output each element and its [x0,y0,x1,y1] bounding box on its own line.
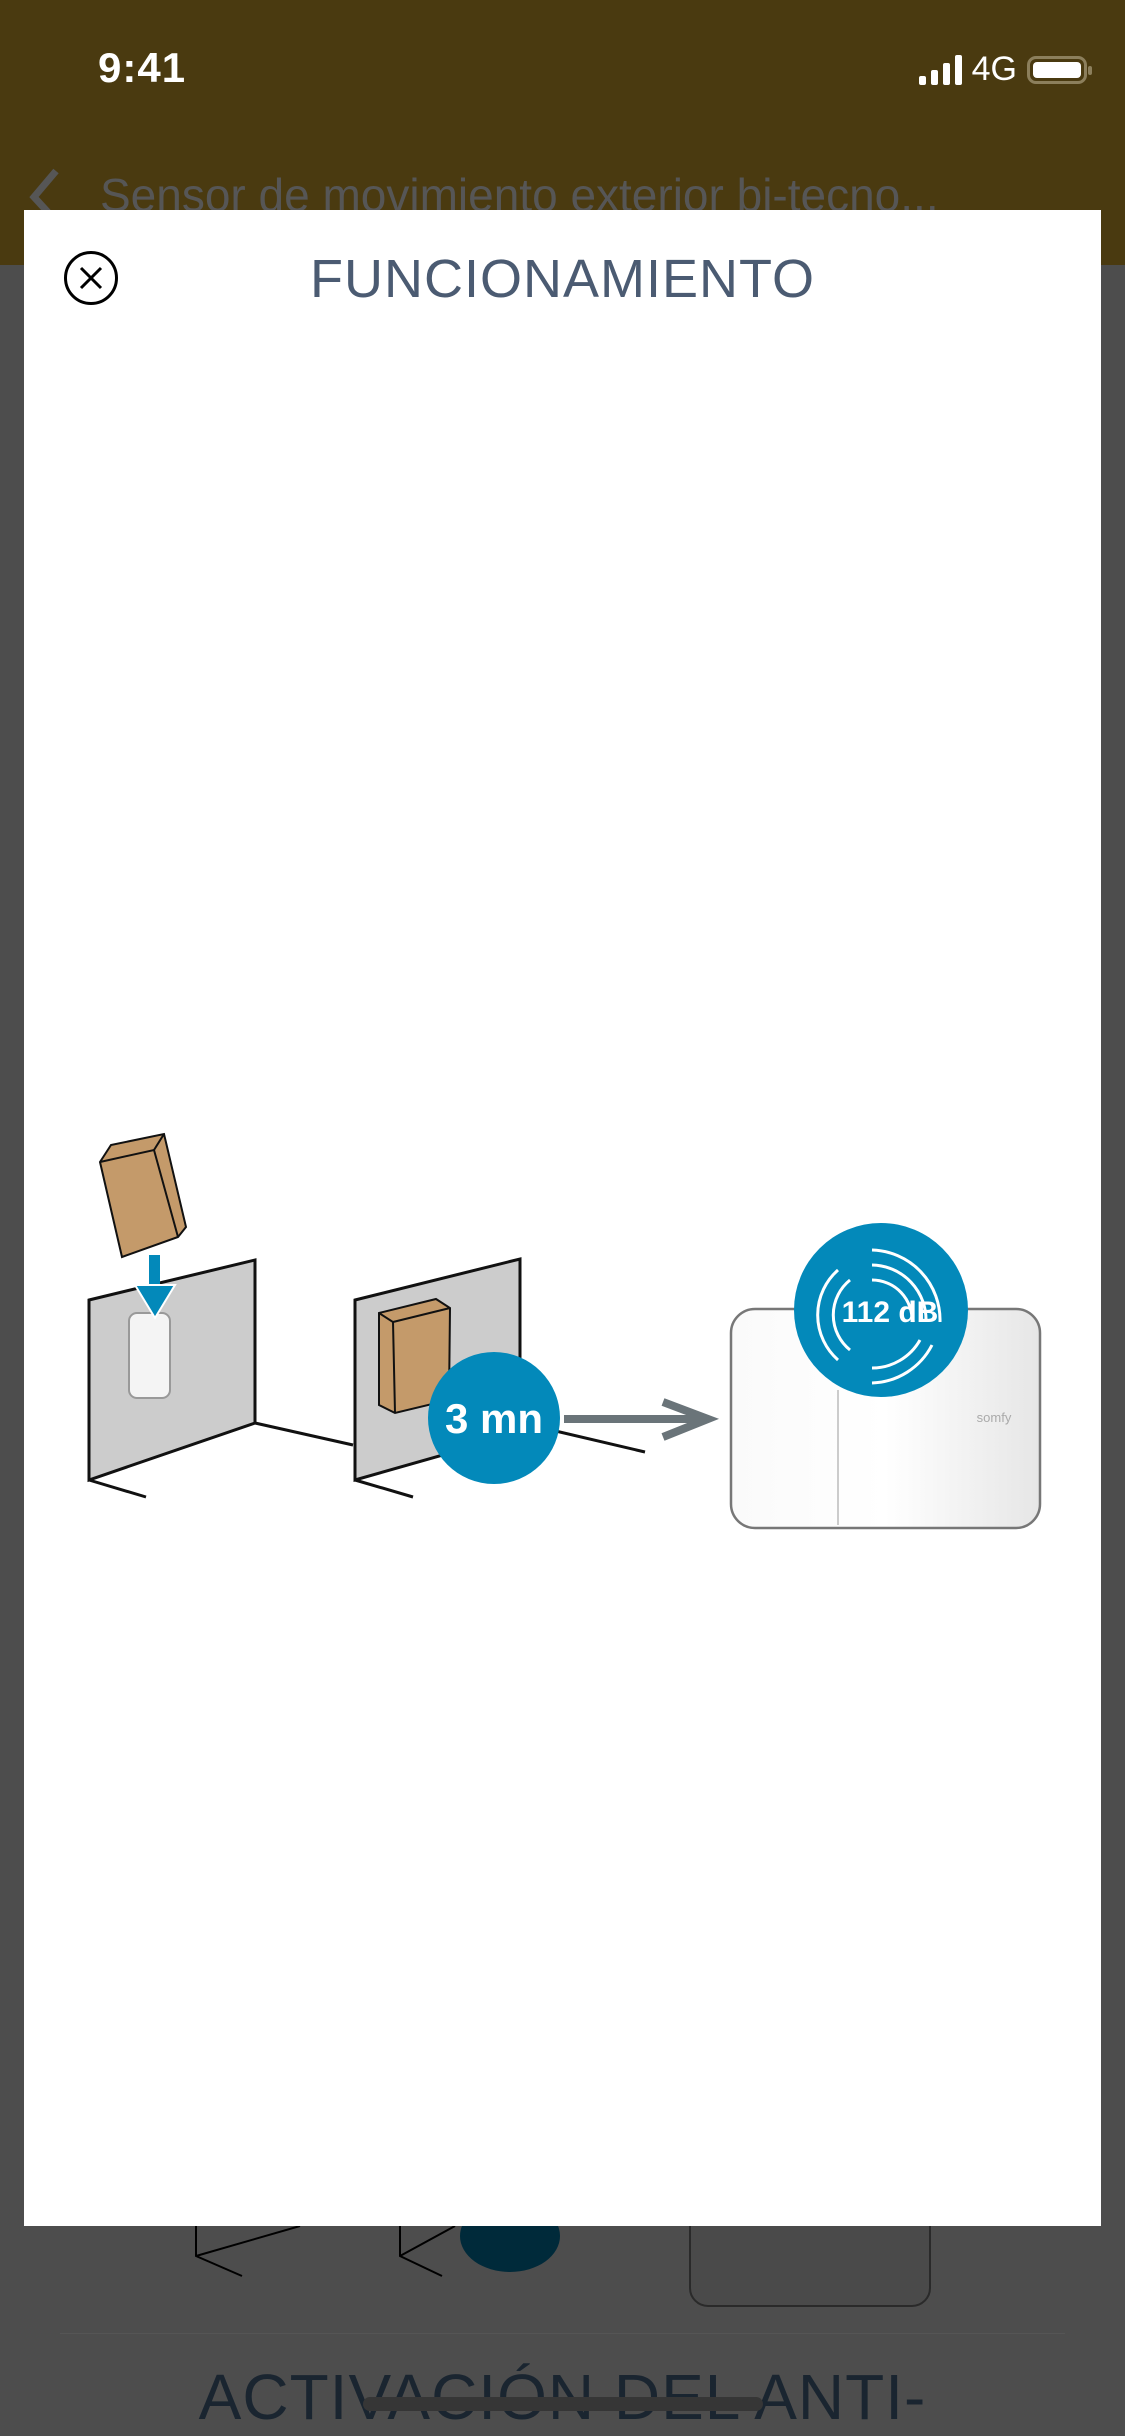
siren-label: 112 dB [842,1296,939,1329]
right-arrow-icon [564,1398,720,1441]
close-icon [79,266,103,290]
signal-icon [918,54,962,85]
network-type: 4G [971,50,1017,88]
motion-sensor [128,1312,171,1399]
status-time: 9:41 [98,44,187,91]
modal-title: FUNCIONAMIENTO [309,249,815,309]
info-modal: FUNCIONAMIENTO [24,210,1101,2226]
covered-sensor-box [378,1297,452,1415]
timer-label: 3 mn [445,1395,543,1442]
operation-illustration: 3 mn somfy 112 dB [87,1132,1042,1530]
falling-box-icon [98,1132,188,1259]
divider [60,2333,1065,2334]
status-icons: 4G [918,50,1092,89]
brand-label: somfy [977,1410,1012,1425]
background-content [0,2226,1125,2436]
siren-sound-badge: 112 dB [794,1223,968,1397]
down-arrow-icon [133,1255,177,1320]
background-illustration [195,2226,931,2307]
close-button[interactable] [64,251,118,305]
home-indicator[interactable] [363,2397,763,2411]
battery-icon [1027,55,1092,84]
timer-badge: 3 mn [428,1352,560,1484]
